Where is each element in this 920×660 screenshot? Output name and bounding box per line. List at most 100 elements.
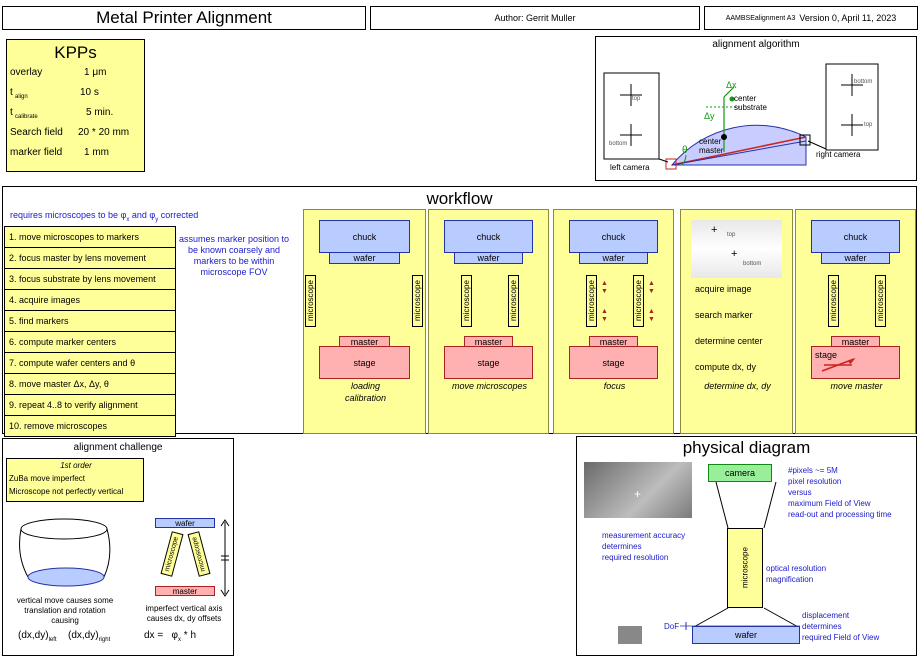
workflow-step: 3. focus substrate by lens movement [4, 268, 176, 290]
versus-line: versus [788, 488, 812, 497]
microscope-right: microscope [875, 275, 886, 327]
dy-label: Δy [704, 111, 715, 121]
author-box: Author: Gerrit Muller [370, 6, 700, 30]
dx-label: Δx [726, 80, 737, 90]
kpp-row: Search field 20 * 20 mm [10, 123, 144, 143]
kpp-value: 5 min. [86, 107, 114, 118]
max-fov-line: maximum Field of View [788, 499, 871, 508]
kpp-value: 1 μm [84, 67, 107, 78]
marker-cross-icon: + [731, 248, 738, 260]
workflow-step: 9. repeat 4..8 to verify alignment [4, 394, 176, 416]
wafer-block: wafer [821, 252, 890, 264]
marker-cross-icon: + [711, 224, 718, 236]
title-box: Metal Printer Alignment [2, 6, 366, 30]
order-box: 1st order ZuBa move imperfect Microscope… [6, 458, 144, 502]
workflow-step: 6. compute marker centers [4, 331, 176, 353]
left-camera-label: left camera [610, 163, 650, 172]
pixels-line: #pixels ~= 5M [788, 466, 838, 475]
pixel-res-line: pixel resolution [788, 477, 842, 486]
order-line-2: Microscope not perfectly vertical [9, 487, 124, 496]
microscope-left: microscope [828, 275, 839, 327]
challenge-wafer: wafer [155, 518, 215, 528]
wafer-arc [670, 124, 807, 166]
physical-camera: camera [708, 464, 772, 482]
requires-note: requires microscopes to be φx and φy cor… [10, 210, 199, 223]
center-substrate-label: center substrate [734, 94, 767, 112]
theta-arc [681, 154, 687, 166]
marker-photo-cross: + [634, 487, 642, 501]
physical-title: physical diagram [682, 438, 811, 457]
workflow-step: 7. compute wafer centers and θ [4, 352, 176, 374]
meas-line-2: determines [602, 542, 642, 551]
microscope-left: microscope [461, 275, 472, 327]
algorithm-box: alignment algorithm top bottom bottom to… [595, 36, 917, 181]
left-marker [665, 158, 677, 170]
marker-photo: + [584, 462, 692, 518]
readout-line: read-out and processing time [788, 510, 892, 519]
algorithm-diagram [603, 63, 879, 170]
microscope-left: microscope [305, 275, 316, 327]
optical-line: optical resolution [766, 564, 827, 573]
challenge-master: master [155, 586, 215, 596]
chuck-block: chuck [319, 220, 410, 253]
workflow-step: 4. acquire images [4, 289, 176, 311]
microscope-right: microscope [633, 275, 644, 327]
stage-block: stage [444, 346, 533, 379]
right-camera-label: right camera [816, 150, 861, 159]
substrate-line [671, 140, 807, 166]
acquire-step: determine center [695, 336, 763, 346]
center-master-label: center master [699, 137, 724, 155]
acquire-step: search marker [695, 310, 753, 320]
disp-line-2: determines [802, 622, 842, 631]
stage-block: stage [811, 346, 900, 379]
magnification-line: magnification [766, 575, 814, 584]
microscope-left: microscope [586, 275, 597, 327]
center-master-dot [721, 134, 727, 140]
version-box: AAMBSEalignment A3 Version 0, April 11, … [704, 6, 918, 30]
order-title: 1st order [60, 461, 92, 470]
disp-line-3: required Field of View [802, 633, 880, 642]
kpp-label: Search field [10, 127, 63, 138]
move-arrows-icon [818, 355, 858, 375]
version: Version 0, April 11, 2023 [799, 13, 897, 23]
cylinder-caption: vertical move causes some translation an… [16, 596, 114, 625]
physical-microscope: microscope [727, 528, 763, 608]
pixels-note: #pixels ~= 5M pixel resolution versus ma… [788, 465, 892, 520]
assumes-note: assumes marker position to be known coar… [178, 234, 290, 277]
wafer-block: wafer [579, 252, 648, 264]
acquire-step: acquire image [695, 284, 752, 294]
cylinder-diagram [19, 518, 111, 587]
kpp-value: 1 mm [84, 147, 109, 158]
meas-line-1: measurement accuracy [602, 531, 686, 540]
wafer-block: wafer [454, 252, 523, 264]
wafer-block: wafer [329, 252, 400, 264]
right-top-label: top [864, 122, 873, 128]
microscope-right: microscope [508, 275, 519, 327]
kpp-value: 20 * 20 mm [78, 127, 130, 138]
panel-caption: focus [603, 381, 626, 391]
workflow-step: 5. find markers [4, 310, 176, 332]
optical-note: optical resolution magnification [766, 563, 826, 585]
stage-block: stage [319, 346, 410, 379]
center-substrate-dot [729, 96, 735, 102]
meas-line-3: required resolution [602, 553, 669, 562]
focus-arrow-icon: ▲▼ [648, 308, 655, 323]
dxdy-right: (dx,dy)right [68, 630, 111, 643]
dof-label: DoF [664, 622, 680, 631]
microscope-right: microscope [412, 275, 423, 327]
version-id: AAMBSEalignment A3 [725, 14, 796, 22]
chuck-block: chuck [444, 220, 533, 253]
panel-caption: move master [830, 381, 883, 391]
dx-line [723, 86, 735, 98]
workflow-title: workflow [426, 189, 493, 208]
measurement-note: measurement accuracy determines required… [602, 530, 685, 563]
dxdy-left: (dx,dy)left [18, 630, 57, 643]
kpp-label: t [10, 107, 13, 118]
